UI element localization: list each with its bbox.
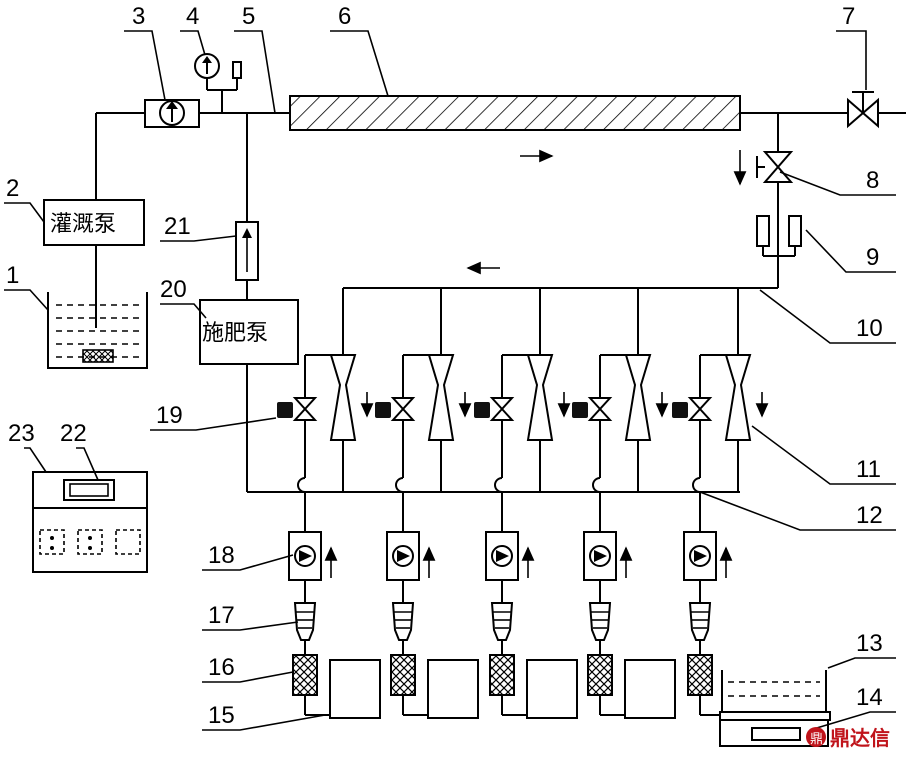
- actuator-1: [277, 402, 293, 418]
- branch-pump-4: [624, 659, 676, 719]
- actuator-5: [672, 402, 688, 418]
- emitter-3: [490, 602, 514, 641]
- branch-valve-4: [587, 397, 613, 421]
- watermark: 鼎 鼎达信: [806, 726, 890, 750]
- filter-2: [390, 654, 416, 696]
- svg-text:17: 17: [208, 602, 235, 629]
- emitter-2: [391, 602, 415, 641]
- actuator-4: [572, 402, 588, 418]
- control-box: [32, 471, 148, 573]
- crossover-1: [297, 477, 306, 493]
- watermark-text: 鼎达信: [830, 726, 890, 750]
- branch-valve-2: [390, 397, 416, 421]
- svg-text:12: 12: [856, 502, 883, 529]
- emitter-tester-5: [724, 354, 752, 441]
- crossover-5: [692, 477, 701, 493]
- svg-text:7: 7: [842, 3, 855, 30]
- branch-valve-5: [687, 397, 713, 421]
- svg-text:10: 10: [856, 315, 883, 342]
- pressure-gauge: [194, 53, 242, 113]
- svg-text:4: 4: [186, 3, 199, 30]
- fertilizer-line: 施肥泵: [199, 113, 740, 493]
- distribution-manifold: [343, 256, 779, 289]
- collection-container: [721, 670, 827, 713]
- svg-text:5: 5: [242, 3, 255, 30]
- actuator-3: [474, 402, 490, 418]
- irrigation-pump: 灌溉泵: [43, 199, 145, 246]
- svg-text:鼎: 鼎: [810, 732, 823, 747]
- filter-1: [292, 654, 318, 696]
- emitter-tester-4: [624, 354, 652, 441]
- branch-pump-2: [427, 659, 479, 719]
- svg-text:13: 13: [856, 630, 883, 657]
- water-tank: [47, 292, 148, 369]
- emitter-tester-3: [526, 354, 554, 441]
- test-pipe: [289, 95, 741, 131]
- filter-5: [687, 654, 713, 696]
- return-valve: [756, 113, 794, 258]
- crossover-2: [395, 477, 404, 493]
- svg-text:21: 21: [164, 213, 191, 240]
- branch-valve-1: [292, 397, 318, 421]
- crossover-3: [494, 477, 503, 493]
- main-pipe: [95, 112, 906, 328]
- svg-text:8: 8: [866, 167, 879, 194]
- valve-outlet: [847, 91, 879, 129]
- branch-pump-3: [526, 659, 578, 719]
- fertilizer-pump-label: 施肥泵: [202, 321, 268, 346]
- irrigation-pump-label: 灌溉泵: [50, 212, 116, 237]
- branch-pump-1: [329, 659, 381, 719]
- actuator-2: [375, 402, 391, 418]
- filter-3: [489, 654, 515, 696]
- svg-text:2: 2: [6, 175, 19, 202]
- filter-4: [587, 654, 613, 696]
- leader-lines: [4, 30, 896, 731]
- emitter-1: [293, 602, 317, 641]
- svg-text:23: 23: [8, 420, 35, 447]
- crossover-4: [592, 477, 601, 493]
- emitter-tester-1: [329, 354, 357, 441]
- svg-text:14: 14: [856, 684, 883, 711]
- part-numbers: 3 4 5 6 7 8 9 10 11 12 13 14 2 1 21 20 1…: [6, 3, 883, 729]
- svg-text:11: 11: [856, 456, 881, 483]
- svg-text:1: 1: [6, 262, 19, 289]
- svg-text:19: 19: [156, 402, 183, 429]
- svg-text:16: 16: [208, 654, 235, 681]
- svg-text:18: 18: [208, 542, 235, 569]
- svg-text:20: 20: [160, 276, 187, 303]
- svg-text:15: 15: [208, 702, 235, 729]
- flow-meter: [144, 99, 200, 128]
- svg-text:22: 22: [60, 420, 87, 447]
- emitter-tester-2: [427, 354, 455, 441]
- emitter-4: [588, 602, 612, 641]
- pressure-sensors: [756, 215, 802, 257]
- svg-text:9: 9: [866, 244, 879, 271]
- svg-text:6: 6: [338, 3, 351, 30]
- emitter-5: [688, 602, 712, 641]
- emitter-branches: [277, 288, 769, 719]
- svg-text:3: 3: [132, 3, 145, 30]
- branch-valve-3: [489, 397, 515, 421]
